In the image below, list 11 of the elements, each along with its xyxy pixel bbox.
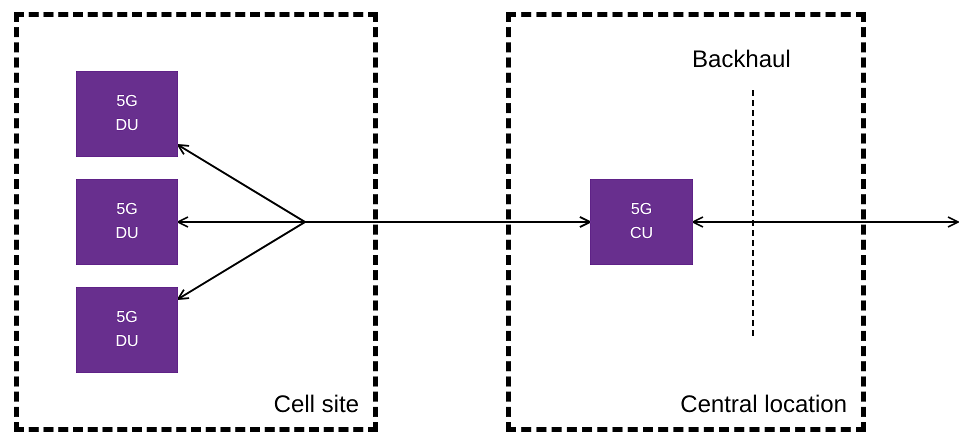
arrow xyxy=(692,216,959,228)
region-label: Cell site xyxy=(274,391,359,419)
dashed-region xyxy=(506,12,866,432)
unit-box: 5G CU xyxy=(590,179,693,265)
unit-box: 5G DU xyxy=(76,71,178,157)
unit-box: 5G DU xyxy=(76,179,178,265)
region-label: Central location xyxy=(680,391,847,419)
section-label: Backhaul xyxy=(692,46,791,74)
dashed-region xyxy=(14,12,378,432)
arrow xyxy=(177,216,591,300)
unit-box: 5G DU xyxy=(76,287,178,373)
